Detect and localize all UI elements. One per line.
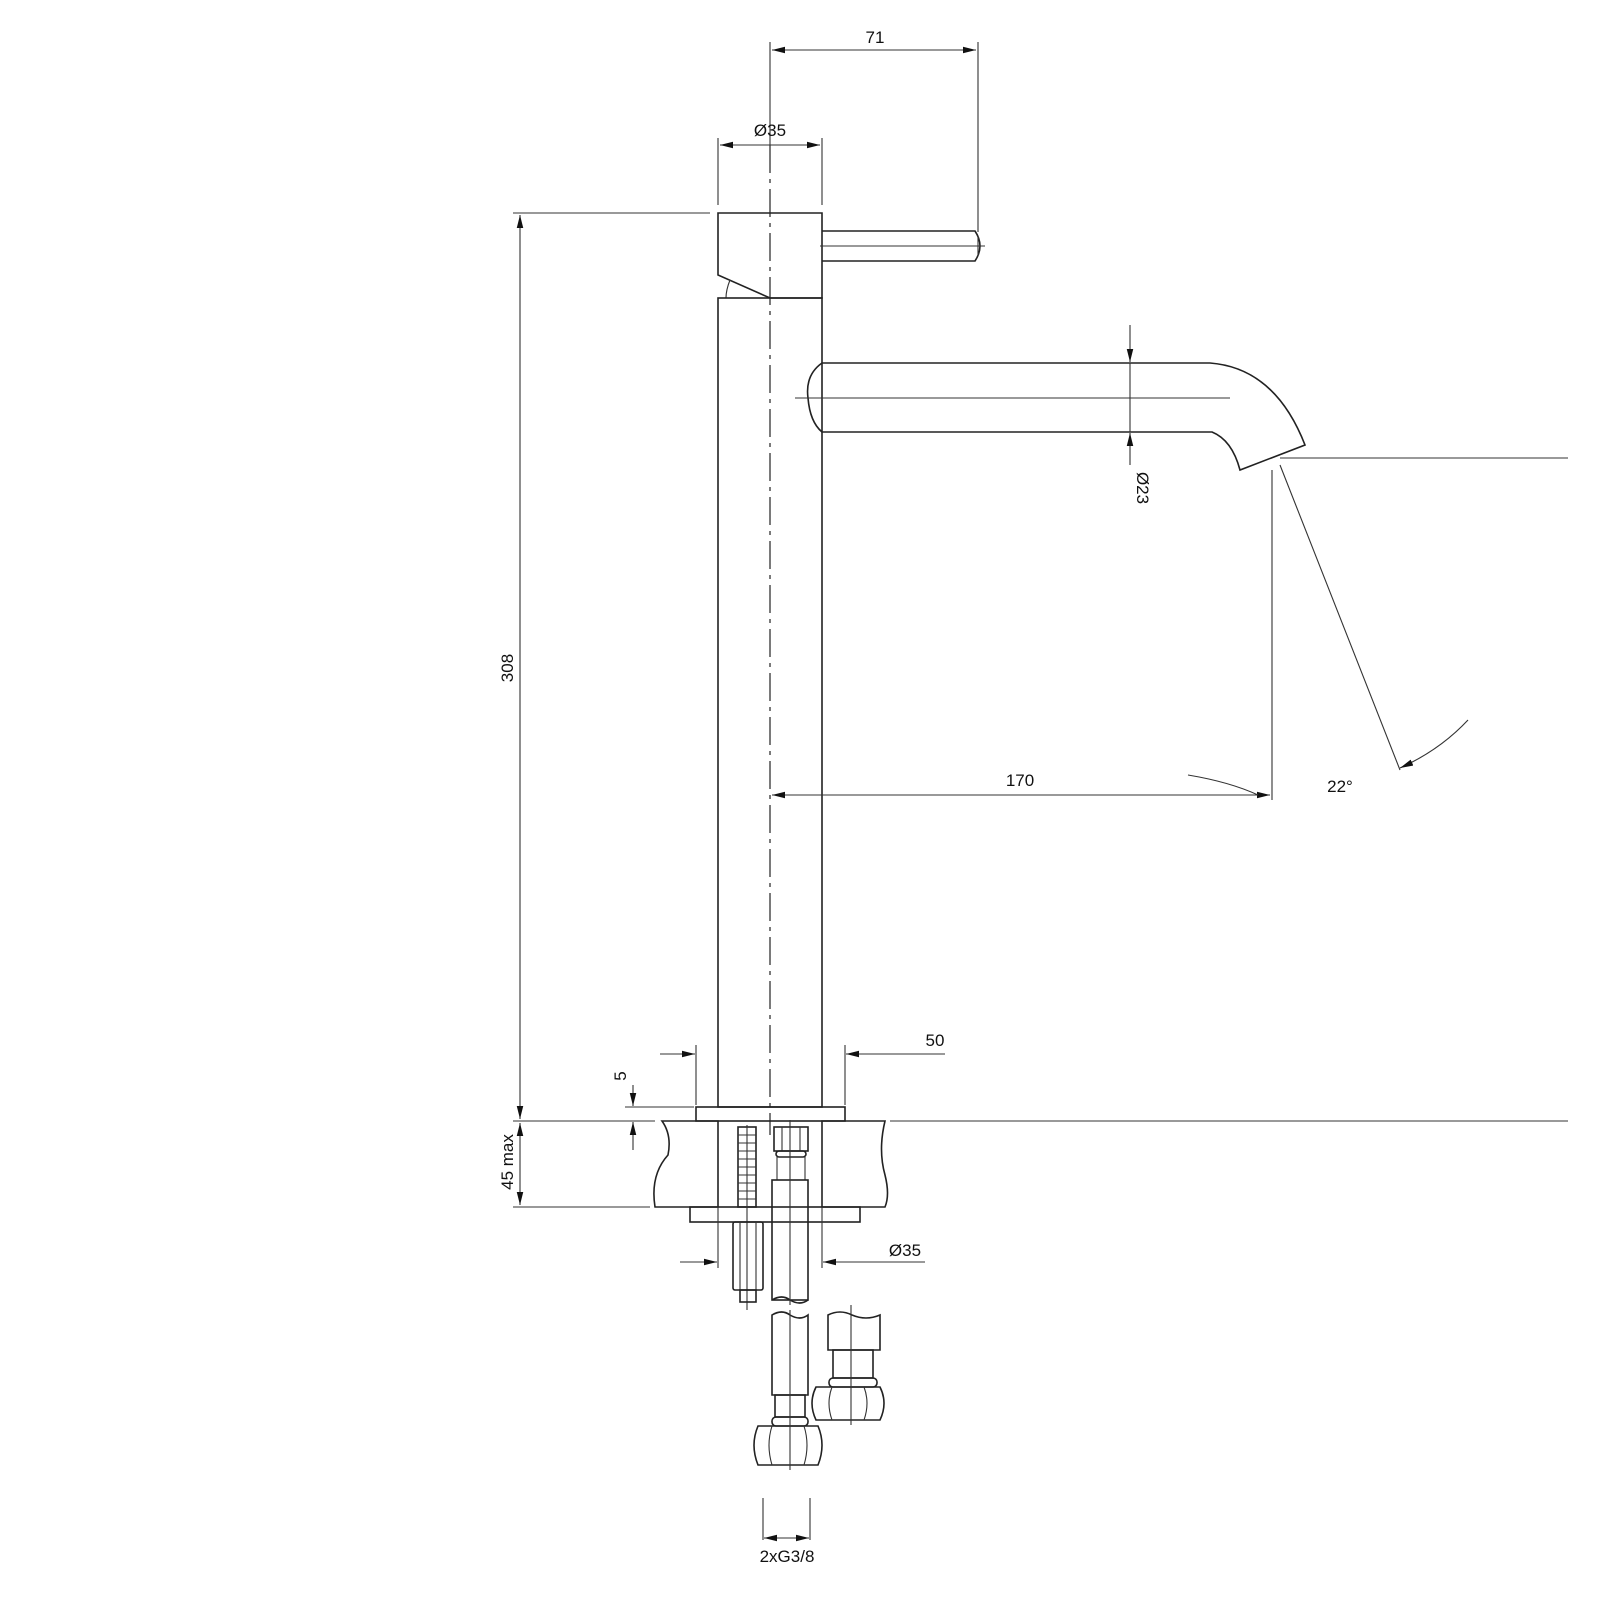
spout-diameter-label: Ø23 — [1133, 472, 1152, 504]
body-diameter-label: Ø35 — [754, 121, 786, 140]
spout-reach-arc — [1187, 774, 1259, 796]
total-height-label: 308 — [498, 654, 517, 682]
handle — [717, 212, 985, 299]
connection-label: 2xG3/8 — [760, 1547, 815, 1566]
lever-reach-label: 71 — [866, 28, 885, 47]
angle-arc — [1399, 719, 1469, 769]
spout-reach-label: 170 — [1006, 771, 1034, 790]
spout-angle-label: 22° — [1327, 777, 1353, 796]
angle-line — [1279, 464, 1401, 771]
washer — [689, 1206, 861, 1223]
threaded-rod — [732, 1125, 764, 1310]
countertop-section-right — [821, 1120, 889, 1208]
supply-hose — [811, 1305, 885, 1425]
base-diameter-label: 50 — [926, 1031, 945, 1050]
base-thickness-label: 5 — [611, 1071, 630, 1080]
hole-diameter-label: Ø35 — [889, 1241, 921, 1260]
deck-thickness-label: 45 max — [498, 1134, 517, 1190]
base-plate — [695, 1106, 846, 1122]
spout — [795, 362, 1307, 472]
countertop-section-left — [653, 1120, 719, 1208]
supply-hose — [753, 1120, 823, 1470]
